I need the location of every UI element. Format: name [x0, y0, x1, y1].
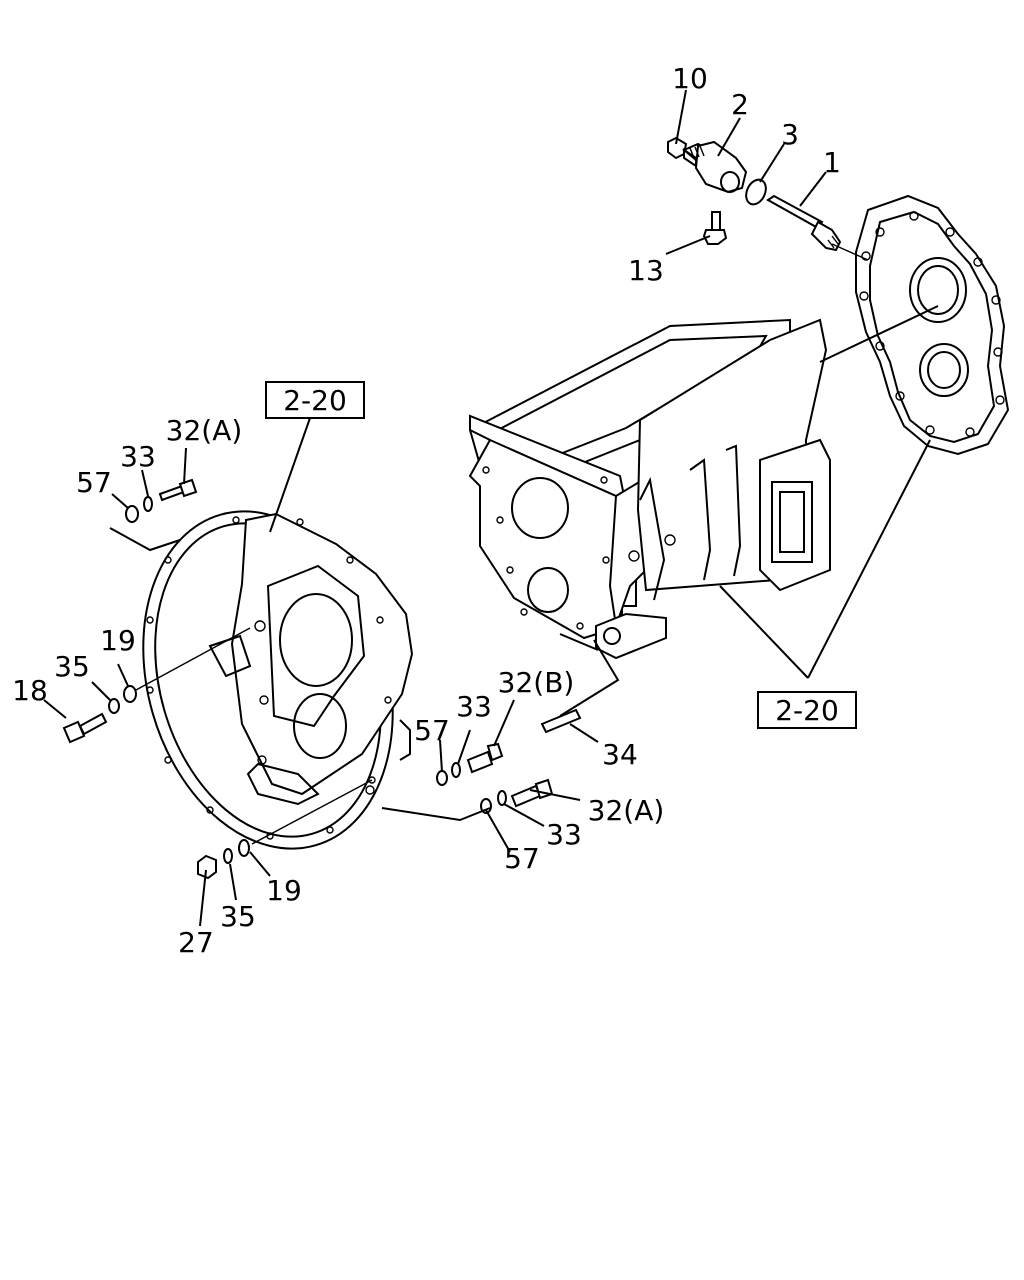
callout-33-top: 33 [120, 440, 156, 473]
callout-32a-top: 32(A) [166, 414, 243, 447]
leader-lines [43, 89, 939, 927]
rear-cover-gasket [855, 194, 1010, 456]
lock-washer-33-mid [451, 762, 461, 778]
callout-57-top: 57 [76, 466, 112, 499]
sensor-body-part-2 [681, 140, 748, 194]
callout-27: 27 [178, 926, 214, 959]
callout-33-right: 33 [546, 818, 582, 851]
washer-35-left [108, 698, 120, 714]
reference-box-right-label: 2-20 [775, 694, 839, 727]
washer-35-bottom [223, 848, 233, 864]
washer-19-bottom [238, 839, 250, 857]
callout-3: 3 [781, 118, 799, 151]
transmission-case [468, 318, 831, 660]
callout-33-mid: 33 [456, 690, 492, 723]
callout-2: 2 [731, 88, 749, 121]
bolt-part-13 [702, 211, 728, 245]
callout-57-mid: 57 [414, 714, 450, 747]
bolt-32a-top [158, 478, 198, 502]
callout-32a-right: 32(A) [588, 794, 665, 827]
callout-1: 1 [823, 146, 841, 179]
callout-35-bottom: 35 [220, 900, 256, 933]
washer-57-mid [436, 770, 448, 786]
callout-32b: 32(B) [498, 666, 575, 699]
bolt-32b [466, 742, 504, 774]
callout-57-bottom: 57 [504, 842, 540, 875]
washer-57-bottom [480, 798, 492, 814]
callout-34: 34 [602, 738, 638, 771]
callout-19-left: 19 [100, 624, 136, 657]
washer-19-left [123, 685, 137, 703]
shaft-part-1 [766, 194, 842, 252]
speed-sensor-assembly [667, 136, 842, 252]
nut-27 [197, 854, 217, 880]
stud-34 [540, 708, 582, 734]
clutch-housing [142, 510, 414, 850]
callout-19-bottom: 19 [266, 874, 302, 907]
callout-18: 18 [12, 674, 48, 707]
callout-labels: 10 2 3 1 13 32(A) 33 57 19 35 18 57 33 3… [12, 62, 841, 959]
reference-box-left[interactable]: 2-20 [265, 381, 365, 419]
o-ring-part-3 [745, 178, 767, 206]
washer-57-top [125, 505, 139, 523]
callout-13: 13 [628, 254, 664, 287]
bolt-18 [62, 712, 108, 744]
reference-box-right[interactable]: 2-20 [757, 691, 857, 729]
callout-35-left: 35 [54, 650, 90, 683]
lock-washer-33-right [497, 790, 507, 806]
callout-10: 10 [672, 62, 708, 95]
reference-box-left-label: 2-20 [283, 384, 347, 417]
lock-washer-33-top [143, 496, 153, 512]
